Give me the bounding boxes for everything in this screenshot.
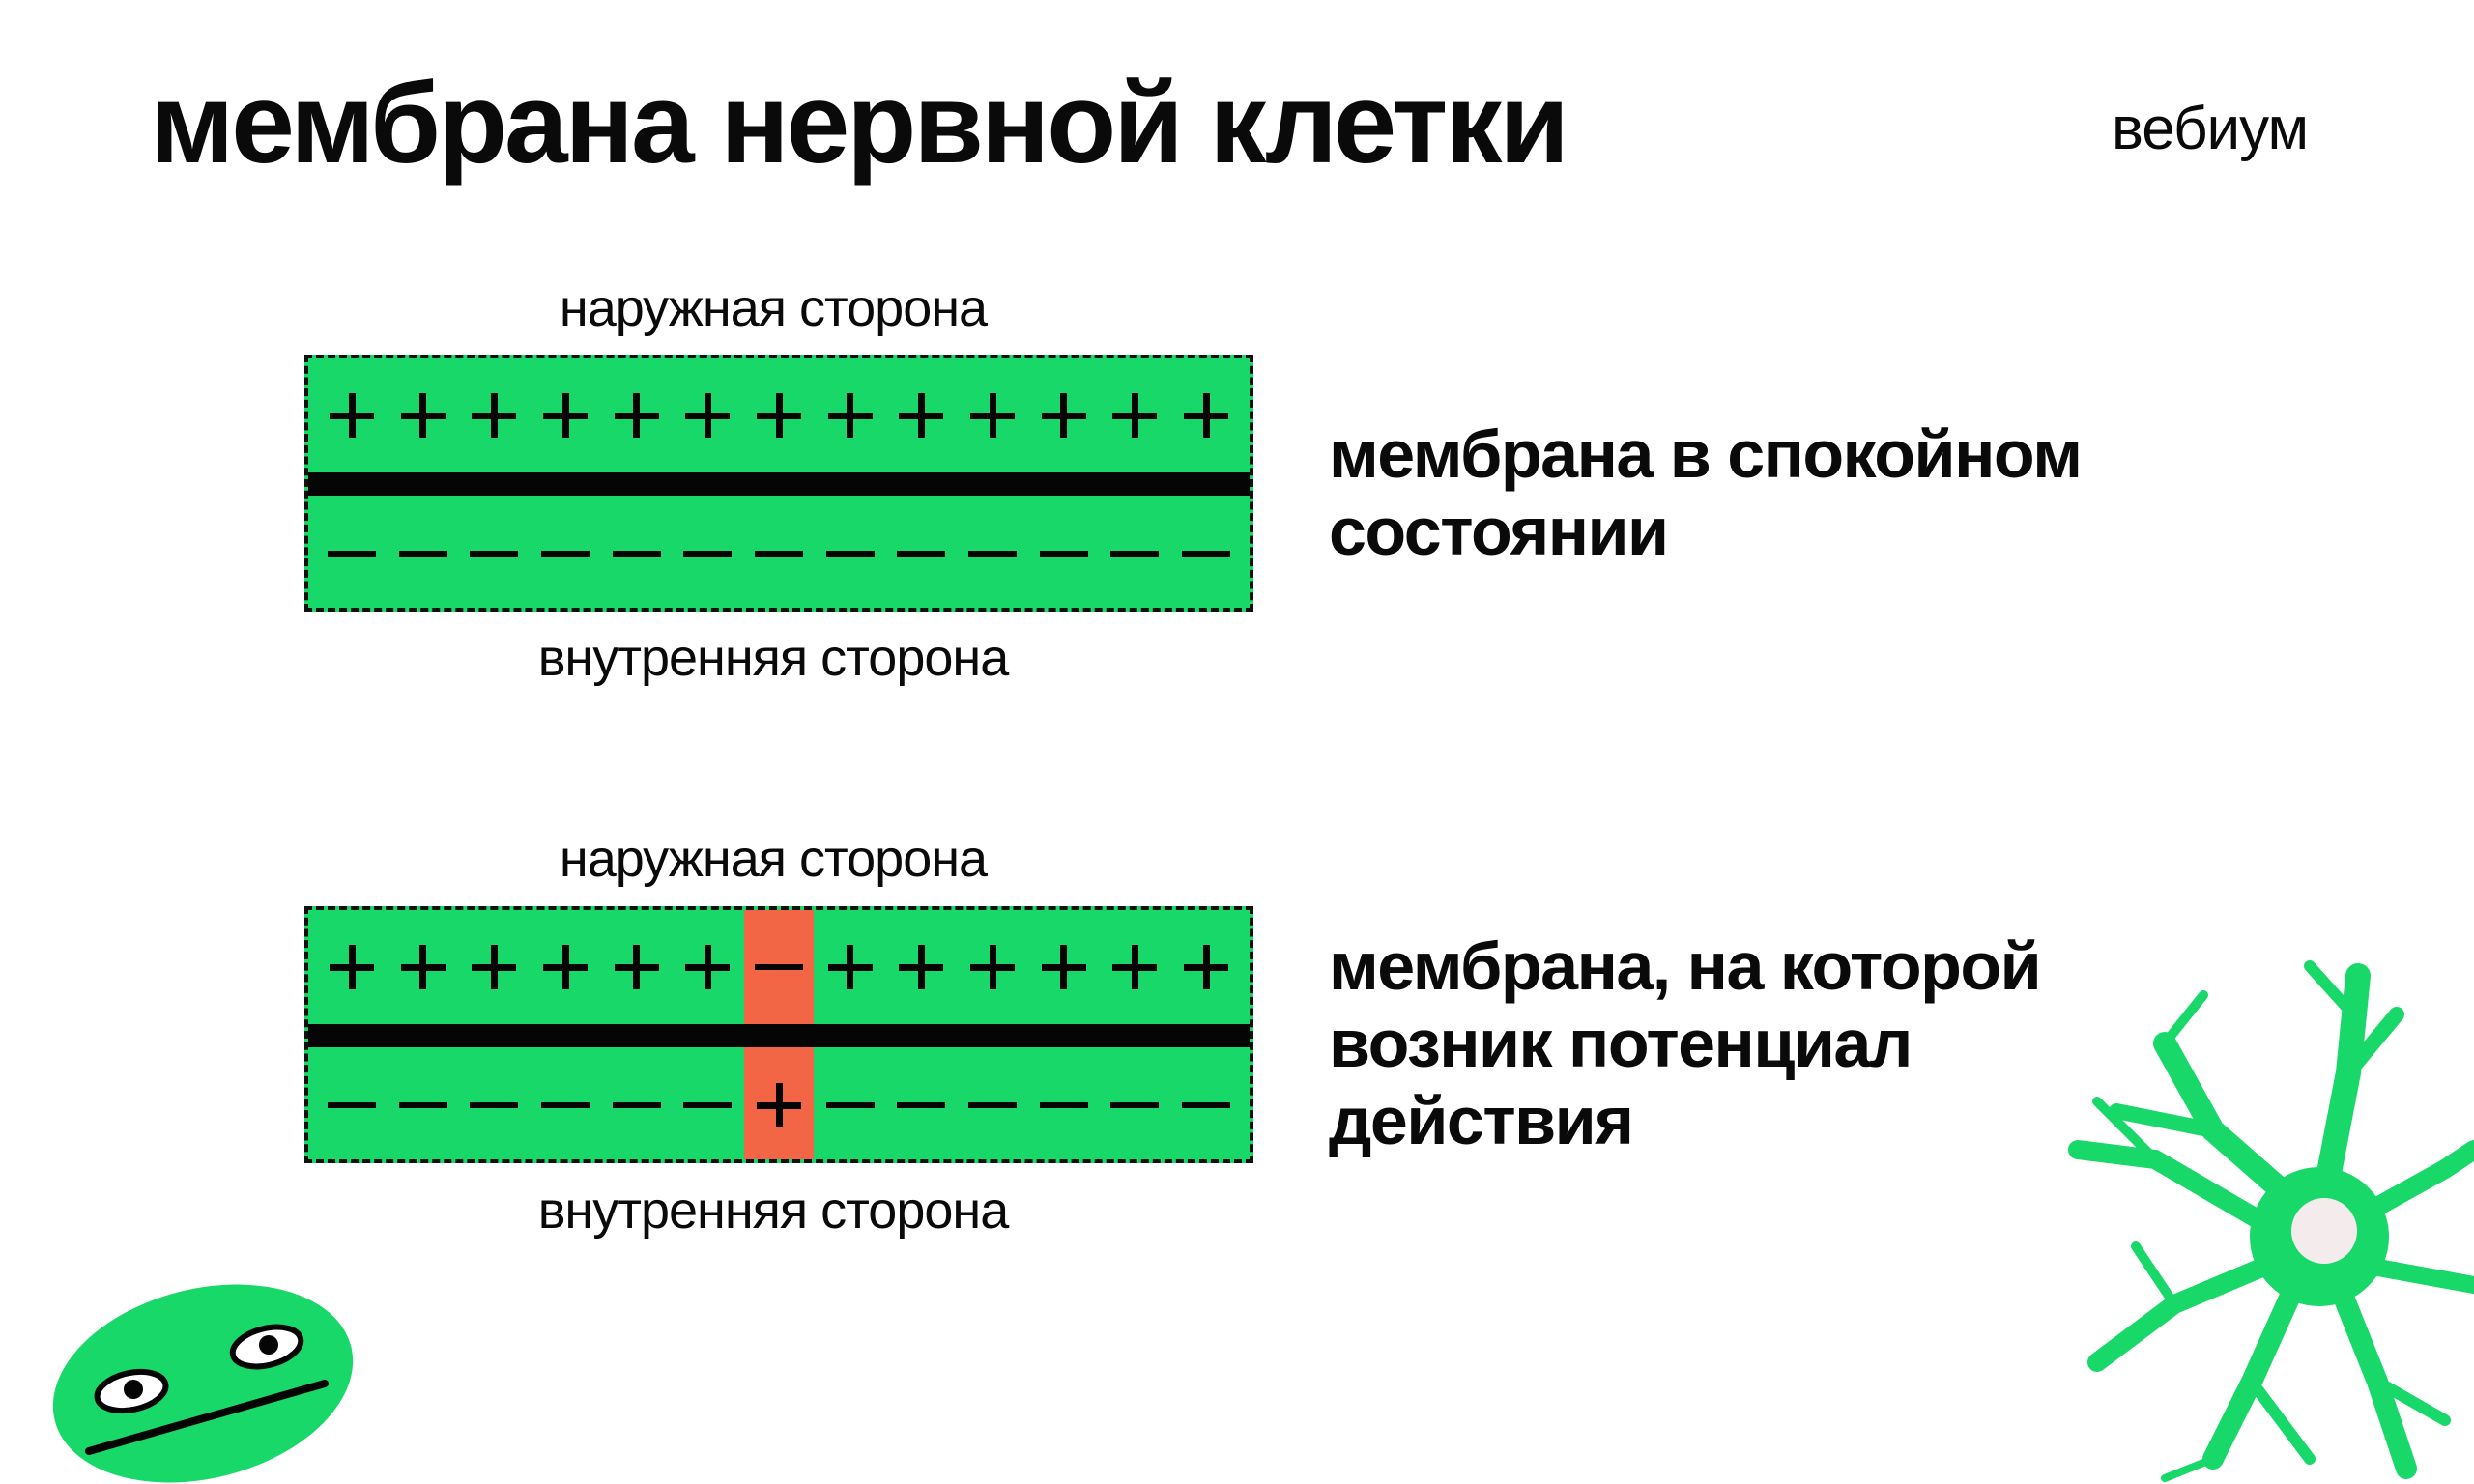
negative-charge-inner bbox=[683, 551, 733, 556]
positive-charge-outer bbox=[400, 945, 446, 989]
negative-charge-inner bbox=[1110, 1102, 1160, 1108]
negative-charge-inner bbox=[683, 1102, 733, 1108]
negative-charge-inner bbox=[612, 551, 661, 556]
negative-charge-inner bbox=[968, 551, 1017, 556]
negative-charge-inner bbox=[968, 1102, 1017, 1108]
membrane-line bbox=[308, 472, 1250, 496]
positive-charge-outer bbox=[543, 393, 588, 438]
brand-logo: вебиум bbox=[2112, 96, 2309, 162]
positive-charge-outer bbox=[1184, 945, 1228, 989]
positive-charge-outer bbox=[1041, 945, 1086, 989]
positive-charge-outer bbox=[1184, 393, 1228, 438]
outer-side-label: наружная сторона bbox=[559, 830, 988, 888]
negative-charge-outer bbox=[755, 964, 803, 970]
outer-side-label: наружная сторона bbox=[559, 279, 988, 337]
caption-line: действия bbox=[1329, 1083, 1634, 1158]
negative-charge-inner bbox=[1110, 551, 1160, 556]
action-potential-caption: мембрана, на которой возник потенциал де… bbox=[1329, 928, 2199, 1159]
negative-charge-inner bbox=[825, 551, 875, 556]
caption-line: состоянии bbox=[1329, 494, 1669, 569]
negative-charge-inner bbox=[755, 551, 803, 556]
neuron-icon bbox=[2068, 960, 2474, 1482]
positive-charge-outer bbox=[1041, 393, 1086, 438]
negative-charge-inner bbox=[470, 551, 519, 556]
positive-charge-outer bbox=[1112, 393, 1158, 438]
outer-charge-row bbox=[308, 358, 1250, 472]
negative-charge-inner bbox=[328, 551, 376, 556]
positive-charge-outer bbox=[330, 945, 374, 989]
negative-charge-inner bbox=[541, 1102, 590, 1108]
positive-charge-outer bbox=[757, 393, 801, 438]
membrane-bar bbox=[304, 355, 1253, 612]
positive-charge-outer bbox=[685, 393, 731, 438]
negative-charge-inner bbox=[470, 1102, 519, 1108]
positive-charge-outer bbox=[543, 945, 588, 989]
negative-charge-inner bbox=[897, 551, 946, 556]
outer-charge-row bbox=[308, 910, 1250, 1024]
negative-charge-inner bbox=[328, 1102, 376, 1108]
negative-charge-inner bbox=[612, 1102, 661, 1108]
negative-charge-inner bbox=[897, 1102, 946, 1108]
positive-charge-outer bbox=[400, 393, 446, 438]
positive-charge-outer bbox=[614, 393, 659, 438]
positive-charge-outer bbox=[472, 945, 517, 989]
inner-charge-row bbox=[308, 496, 1250, 608]
caption-line: мембрана в спокойном bbox=[1329, 416, 2083, 492]
positive-charge-outer bbox=[614, 945, 659, 989]
positive-charge-outer bbox=[970, 393, 1015, 438]
negative-charge-inner bbox=[541, 551, 590, 556]
positive-charge-inner bbox=[757, 1083, 801, 1127]
negative-charge-inner bbox=[1039, 551, 1088, 556]
blob-mascot-icon bbox=[52, 1284, 354, 1483]
page-title: мембрана нервной клетки bbox=[150, 60, 1569, 187]
negative-charge-inner bbox=[398, 551, 447, 556]
inner-side-label: внутренняя сторона bbox=[537, 629, 1010, 687]
inner-charge-row bbox=[308, 1047, 1250, 1159]
negative-charge-inner bbox=[825, 1102, 875, 1108]
positive-charge-outer bbox=[685, 945, 731, 989]
positive-charge-outer bbox=[827, 393, 873, 438]
positive-charge-outer bbox=[472, 393, 517, 438]
positive-charge-outer bbox=[970, 945, 1015, 989]
positive-charge-outer bbox=[899, 393, 944, 438]
caption-line: возник потенциал bbox=[1329, 1006, 1913, 1081]
positive-charge-outer bbox=[899, 945, 944, 989]
resting-membrane-caption: мембрана в спокойном состоянии bbox=[1329, 415, 2199, 570]
membrane-bar bbox=[304, 906, 1253, 1163]
negative-charge-inner bbox=[1182, 1102, 1230, 1108]
negative-charge-inner bbox=[1182, 551, 1230, 556]
membrane-line bbox=[308, 1024, 1250, 1047]
positive-charge-outer bbox=[1112, 945, 1158, 989]
caption-line: мембрана, на которой bbox=[1329, 928, 2042, 1004]
negative-charge-inner bbox=[1039, 1102, 1088, 1108]
inner-side-label: внутренняя сторона bbox=[537, 1182, 1010, 1240]
negative-charge-inner bbox=[398, 1102, 447, 1108]
positive-charge-outer bbox=[827, 945, 873, 989]
positive-charge-outer bbox=[330, 393, 374, 438]
